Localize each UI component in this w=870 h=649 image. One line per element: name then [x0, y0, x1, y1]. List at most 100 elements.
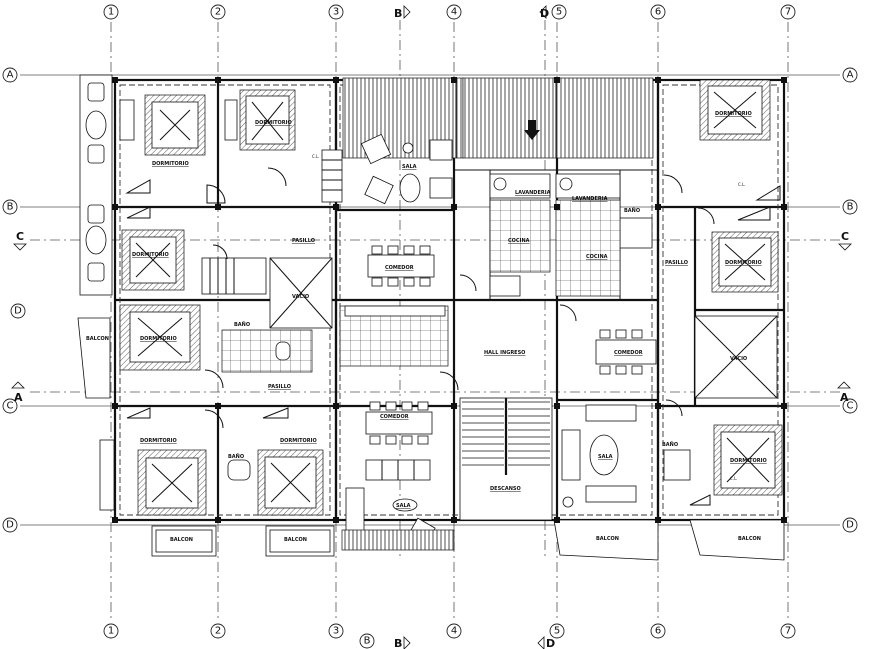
room-label: COCINA	[508, 238, 530, 244]
section-mark-b-top: B	[394, 5, 411, 20]
room-label: DORMITORIO	[730, 458, 767, 464]
axis-bubble-6-bottom: 6	[650, 623, 666, 639]
axis-bubble-5: 5	[551, 4, 567, 20]
structural-column	[112, 517, 118, 523]
room-label: DORMITORIO	[140, 336, 177, 342]
svg-text:4: 4	[451, 626, 457, 637]
svg-text:D: D	[846, 520, 854, 531]
svg-text:D: D	[14, 306, 22, 317]
stair: DESCANSO	[459, 397, 553, 521]
room-label: PASILLO	[268, 384, 291, 390]
room-label: BALCON	[738, 536, 761, 542]
structural-column	[333, 517, 339, 523]
balcony-bottom-2: BALCON	[265, 525, 335, 557]
structural-column	[451, 517, 457, 523]
svg-text:6: 6	[655, 626, 661, 637]
axis-bubble-7-bottom: 7	[780, 623, 796, 639]
svg-text:C: C	[847, 401, 854, 412]
svg-text:1: 1	[108, 626, 114, 637]
dining-bottom-center: COMEDOR	[365, 401, 433, 445]
room-label: PASILLO	[292, 238, 315, 244]
bedroom-mid-left-2: DORMITORIO	[119, 304, 201, 371]
structural-column	[554, 204, 560, 210]
axis-bubble-2: 2	[210, 4, 226, 20]
structural-column	[655, 204, 661, 210]
bedroom-top-right: DORMITORIO	[699, 79, 771, 141]
axis-bubble-1-bottom: 1	[103, 623, 119, 639]
axis-bubble-7: 7	[780, 4, 796, 20]
kitchen-center: COCINA	[489, 199, 551, 297]
balcony-bottom-3: BALCON	[553, 519, 659, 561]
svg-text:B: B	[364, 636, 371, 647]
balcony-label-left: BALCON	[86, 336, 109, 342]
balcony-bottom-4: BALCON	[689, 519, 785, 561]
section-markers: B D C C D A A B B D	[10, 5, 852, 649]
structural-column	[112, 204, 118, 210]
axis-bubble-3: 3	[328, 4, 344, 20]
living-right: SALA	[561, 404, 637, 508]
structural-column	[451, 204, 457, 210]
svg-text:C.L.: C.L.	[730, 476, 738, 481]
bedroom-bottom-left-2: DORMITORIO	[257, 438, 324, 516]
svg-text:B: B	[847, 202, 854, 213]
section-mark-d-left: D	[10, 303, 26, 319]
room-label: BAÑO	[228, 453, 244, 460]
svg-text:7: 7	[785, 7, 791, 18]
room-label: DORMITORIO	[152, 161, 189, 167]
section-mark-b-bottom: B	[359, 633, 375, 649]
living-top-center: SALA	[360, 133, 453, 205]
void-right: VACIO	[694, 315, 778, 399]
axis-bubble-6: 6	[650, 4, 666, 20]
svg-text:C: C	[841, 230, 849, 243]
kitchen-right: COCINA	[555, 199, 621, 297]
svg-text:6: 6	[655, 7, 661, 18]
room-label: DORMITORIO	[280, 438, 317, 444]
room-label: COCINA	[586, 254, 608, 260]
structural-column	[333, 204, 339, 210]
bedroom-bottom-right: DORMITORIO	[713, 424, 783, 496]
svg-text:C.L.: C.L.	[312, 154, 320, 159]
section-mark-c-right: C	[838, 230, 852, 251]
structural-column	[655, 403, 661, 409]
axis-bubble-b-right: B	[842, 199, 858, 215]
axis-bubble-4: 4	[446, 4, 462, 20]
bathrooms: BAÑO BAÑO BAÑO BAÑO	[221, 207, 691, 481]
section-mark-a-right: A	[837, 381, 851, 404]
small-stair-left	[201, 257, 267, 295]
entry-hall: HALL INGRESO	[484, 350, 525, 356]
structural-columns	[112, 77, 787, 523]
structural-column	[215, 77, 221, 83]
svg-text:D: D	[6, 520, 14, 531]
room-label: DESCANSO	[490, 486, 521, 492]
svg-text:3: 3	[333, 7, 339, 18]
room-label: COMEDOR	[614, 350, 643, 356]
axis-bubble-c-left: C	[2, 398, 18, 414]
svg-text:2: 2	[215, 7, 221, 18]
room-label: COMEDOR	[385, 265, 414, 271]
axis-bubble-4-bottom: 4	[446, 623, 462, 639]
structural-column	[781, 204, 787, 210]
living-bottom-center: SALA	[345, 459, 436, 545]
structural-column	[554, 77, 560, 83]
room-label: VACIO	[292, 294, 309, 300]
axis-bubble-2-bottom: 2	[210, 623, 226, 639]
void-left: VACIO	[269, 257, 333, 329]
bottom-center-balcony	[341, 529, 455, 551]
svg-text:1: 1	[108, 7, 114, 18]
structural-column	[781, 517, 787, 523]
structural-column	[333, 77, 339, 83]
axis-bubble-c-right: C	[842, 398, 858, 414]
svg-text:5: 5	[554, 626, 560, 637]
closets: C.L. C.L. C.L.	[125, 154, 781, 506]
svg-text:D: D	[540, 7, 549, 20]
room-label: HALL INGRESO	[484, 350, 525, 356]
structural-column	[451, 403, 457, 409]
svg-text:A: A	[847, 70, 854, 81]
structural-column	[215, 403, 221, 409]
room-label: BAÑO	[234, 321, 250, 328]
section-mark-d-top: D	[539, 5, 549, 20]
structural-column	[554, 403, 560, 409]
laundry: LAVANDERIA LAVANDERIA	[489, 173, 621, 202]
room-label: SALA	[396, 503, 411, 509]
axis-bubble-3-bottom: 3	[328, 623, 344, 639]
